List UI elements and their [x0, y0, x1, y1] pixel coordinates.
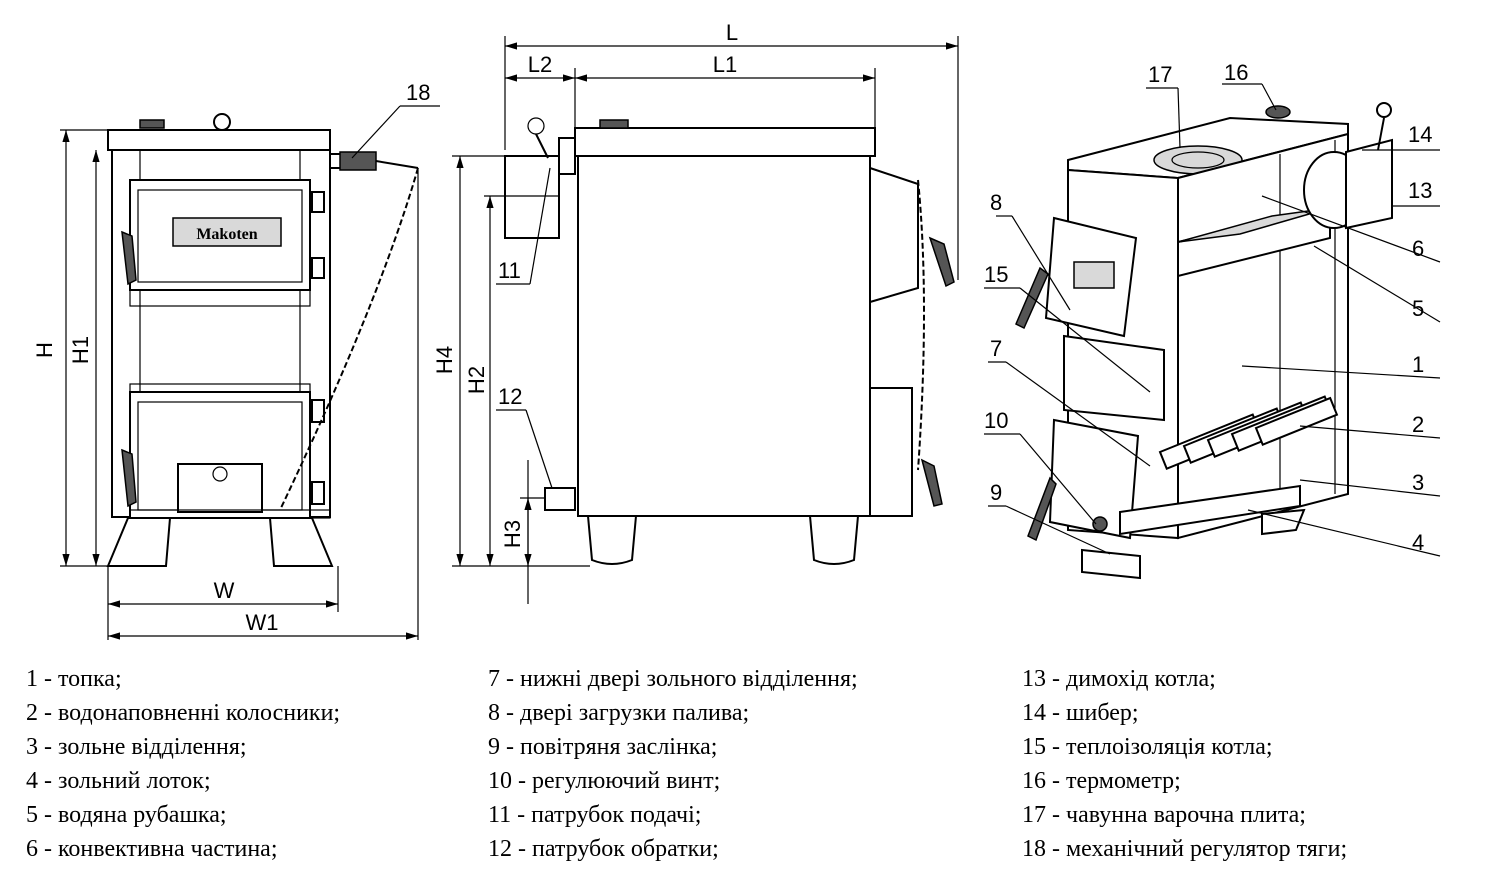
legend-item: 1 - топка; [26, 666, 122, 692]
front-dimensions: H H1 W W1 18 [32, 80, 440, 640]
front-view: Makoten [106, 113, 419, 567]
dim-L2: L2 [528, 52, 552, 77]
dim-L: L [726, 20, 738, 45]
callout-4: 4 [1412, 530, 1424, 555]
legend-item: 12 - патрубок обратки; [488, 836, 719, 862]
callout-12: 12 [498, 384, 522, 409]
brand-logo: Makoten [196, 226, 257, 243]
legend-item: 9 - повітряня заслінка; [488, 734, 718, 760]
legend-item: 6 - конвективна частина; [26, 836, 278, 862]
legend-item: 15 - теплоізоляція котла; [1022, 734, 1273, 760]
legend-column-2: 7 - нижні двері зольного відділення; 8 -… [488, 662, 858, 866]
callout-10: 10 [984, 408, 1008, 433]
callout-13: 13 [1408, 178, 1432, 203]
callout-5: 5 [1412, 296, 1424, 321]
callout-6: 6 [1412, 236, 1424, 261]
legend-item: 10 - регулюючий винт; [488, 768, 721, 794]
legend-item: 17 - чавунна варочна плита; [1022, 802, 1306, 828]
isometric-view [1015, 102, 1393, 580]
legend-item: 3 - зольне відділення; [26, 734, 247, 760]
dim-H4: H4 [432, 346, 457, 374]
legend-item: 14 - шибер; [1022, 700, 1139, 726]
legend-column-3: 13 - димохід котла; 14 - шибер; 15 - теп… [1022, 662, 1347, 866]
legend-item: 2 - водонаповненні колосники; [26, 700, 341, 726]
dim-W1: W1 [246, 610, 279, 635]
dim-H2: H2 [464, 366, 489, 394]
legend-item: 4 - зольний лоток; [26, 768, 211, 794]
legend-item: 7 - нижні двері зольного відділення; [488, 666, 858, 692]
callout-17: 17 [1148, 62, 1172, 87]
legend-item: 13 - димохід котла; [1022, 666, 1216, 692]
grate-tubes [1158, 395, 1339, 470]
callout-7: 7 [990, 336, 1002, 361]
callout-16: 16 [1224, 60, 1248, 85]
legend-column-1: 1 - топка; 2 - водонаповненні колосники;… [26, 662, 340, 866]
legend-item: 18 - механічний регулятор тяги; [1022, 836, 1348, 862]
dim-H3: H3 [500, 520, 525, 548]
dim-H1: H1 [68, 336, 93, 364]
dim-H: H [32, 342, 57, 358]
legend-item: 11 - патрубок подачі; [488, 802, 702, 828]
callout-11: 11 [498, 258, 521, 283]
callout-15: 15 [984, 262, 1008, 287]
side-view [504, 117, 955, 565]
callout-14: 14 [1408, 122, 1432, 147]
legend-item: 8 - двері загрузки палива; [488, 700, 750, 726]
callout-2: 2 [1412, 412, 1424, 437]
callout-8: 8 [990, 190, 1002, 215]
callout-18: 18 [406, 80, 430, 105]
callout-3: 3 [1412, 470, 1424, 495]
dim-W: W [214, 578, 235, 603]
boiler-technical-drawing: Makoten H H1 [32, 20, 1441, 640]
side-dimensions: L L2 L1 H4 H2 H3 11 12 [432, 20, 959, 604]
legend-item: 16 - термометр; [1022, 768, 1181, 794]
legend-item: 5 - водяна рубашка; [26, 802, 227, 828]
callout-9: 9 [990, 480, 1002, 505]
iso-callouts: 17 16 14 13 6 5 1 2 3 4 8 15 7 10 9 [984, 60, 1441, 557]
callout-1: 1 [1412, 352, 1424, 377]
dim-L1: L1 [713, 52, 737, 77]
